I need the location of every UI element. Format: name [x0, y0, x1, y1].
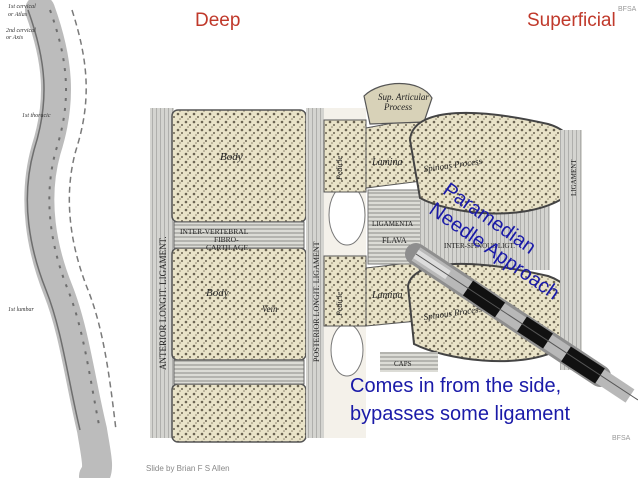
label-posterior-ligament: POSTERIOR LONGIT. LIGAMENT — [312, 241, 321, 362]
spine-label-atlas-1: 1st cervical — [8, 4, 36, 10]
needle-graphic — [405, 243, 638, 403]
label-lamina-bottom: Lamina — [371, 290, 403, 301]
label-pedicle-bottom: Pedicle — [335, 292, 344, 317]
label-anterior-ligament: ANTERIOR LONGIT. LIGAMENT. — [158, 236, 168, 370]
label-body-bottom: Body — [206, 287, 229, 299]
label-body-top: Body — [220, 151, 243, 163]
label-interspinous: INTER-SPINOUS LIGT. — [444, 242, 515, 250]
label-sup-articular-1: Sup. Articular — [378, 92, 429, 102]
watermark-top: BFSA — [618, 6, 637, 13]
spine-label-thoracic: 1st thoracic — [22, 113, 51, 119]
label-intervertebral-3: CARTILAGE — [206, 243, 248, 252]
watermark-bottom: BFSA — [612, 435, 631, 442]
label-pedicle-top: Pedicle — [335, 156, 344, 181]
spine-label-atlas-2: or Atlas — [8, 12, 28, 18]
label-intervertebral-2: FIBRO- — [214, 235, 239, 244]
spine-label-lumbar: 1st lumbar — [8, 307, 35, 313]
slide-credit: Slide by Brian F S Allen — [146, 464, 230, 473]
label-ligamenta-1: LIGAMENTA — [372, 220, 413, 228]
spine-label-axis-1: 2nd cervical — [6, 28, 36, 34]
label-ligamenta-2: FLAVA — [382, 236, 407, 245]
spine-label-axis-2: or Axis — [6, 35, 24, 41]
superficial-label: Superficial — [527, 10, 616, 31]
label-sup-articular-2: Process — [383, 102, 413, 112]
label-vein: Vein — [262, 304, 278, 314]
label-ligament-right: LIGAMENT — [570, 159, 578, 196]
vertebra-section — [150, 82, 582, 443]
spine-illustration — [24, 0, 117, 478]
deep-label: Deep — [195, 10, 241, 31]
label-lamina-top: Lamina — [371, 157, 403, 168]
caption-text: Comes in from the side, bypasses some li… — [350, 375, 571, 425]
label-caps: CAPS — [394, 360, 412, 368]
label-intervertebral-1: INTER-VERTEBRAL — [180, 227, 249, 236]
